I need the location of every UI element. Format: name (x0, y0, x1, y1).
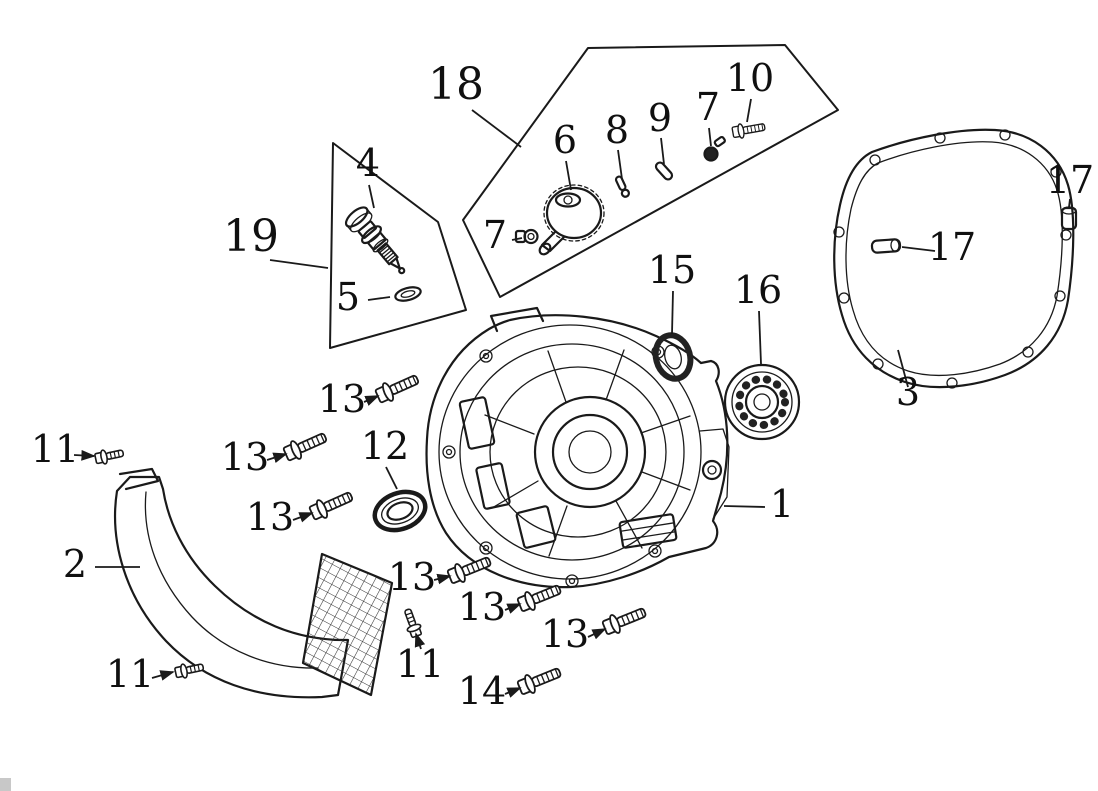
part-15-bearing (652, 332, 694, 382)
part-label-17-b: 17 (928, 225, 976, 269)
part-label-13-e: 13 (458, 585, 506, 629)
leader-line-13-a (363, 395, 380, 406)
leader-line-4 (368, 184, 375, 209)
bolt-13-a (373, 369, 423, 407)
part-label-2: 2 (63, 542, 87, 586)
part-label-17-a: 17 (1046, 158, 1094, 202)
leader-line-9 (660, 137, 665, 165)
part-7-bolt-washer (514, 228, 539, 245)
leader-line-18 (471, 109, 522, 148)
leader-line-8 (617, 149, 623, 180)
part-label-11-c: 11 (396, 642, 444, 686)
bolt-13-f (600, 602, 650, 638)
part-14-bolt (515, 662, 565, 698)
leader-line-13-e (504, 603, 522, 614)
part-label-3: 3 (896, 370, 920, 414)
bolt-13-c (307, 486, 357, 524)
part-16-ball-bearing (723, 363, 801, 441)
part-3-cover-gasket (833, 128, 1075, 389)
leader-line-13-c (292, 512, 314, 523)
part-4-oil-sensor (344, 206, 406, 275)
part-label-4: 4 (356, 141, 380, 185)
part-label-14: 14 (458, 669, 506, 713)
part-label-13-b: 13 (221, 435, 269, 479)
leader-line-15 (671, 290, 674, 335)
part-6-governor-gear (538, 184, 605, 256)
leader-line-11-a (73, 449, 96, 461)
callout-region-19 (329, 142, 467, 349)
part-label-13-a: 13 (318, 377, 366, 421)
leader-line-3 (897, 349, 909, 388)
part-5-clip-washer (394, 286, 422, 302)
part-label-9: 9 (648, 96, 672, 140)
bolt-13-b (281, 427, 331, 465)
leader-line-19 (269, 259, 329, 269)
part-8-pin (614, 175, 630, 198)
part-label-1: 1 (770, 482, 794, 526)
leader-line-17-b (901, 246, 936, 252)
leader-line-10 (746, 98, 752, 123)
part-12-oil-seal (372, 489, 428, 533)
part-7-nut (703, 135, 726, 162)
leader-line-17-a (1068, 198, 1071, 208)
leader-line-13-f (587, 628, 607, 640)
leader-lines (73, 98, 1071, 698)
part-17-dowel-pin-b (870, 238, 902, 254)
part-2-lower-guard-cover (113, 467, 394, 699)
part-label-7-lower: 7 (483, 213, 507, 257)
leader-line-12 (385, 466, 398, 490)
part-label-13-f: 13 (541, 612, 589, 656)
part-10-bolt (730, 119, 767, 141)
leader-line-13-b (266, 452, 288, 463)
leader-line-7-upper (708, 127, 712, 147)
part-9-roller-pin (654, 161, 674, 181)
part-label-7-upper: 7 (696, 85, 720, 129)
bolt-11-c (399, 606, 425, 640)
leader-line-11-b (151, 670, 175, 681)
leader-line-11-c (414, 632, 426, 650)
leader-line-13-d (433, 573, 452, 585)
leader-line-14 (504, 687, 522, 698)
part-label-19: 19 (223, 211, 279, 262)
leader-line-7-lower (511, 237, 523, 241)
bolt-11-a (93, 445, 126, 467)
callout-region-18 (462, 44, 839, 298)
part-label-6: 6 (553, 118, 577, 162)
part-label-8: 8 (605, 108, 629, 152)
part-label-13-c: 13 (246, 495, 294, 539)
part-label-12: 12 (361, 424, 409, 468)
part-label-15: 15 (648, 248, 696, 292)
leader-line-5 (367, 296, 391, 301)
part-label-13-d: 13 (388, 555, 436, 599)
part-1-crankcase-side-cover (425, 306, 730, 589)
part-label-16: 16 (734, 268, 782, 312)
part-label-5: 5 (336, 275, 360, 319)
part-label-11-a: 11 (31, 427, 79, 471)
leader-line-1 (723, 505, 766, 508)
part-label-18: 18 (428, 59, 484, 110)
leader-line-6 (565, 160, 572, 191)
part-label-10: 10 (726, 56, 774, 100)
part-label-11-b: 11 (106, 652, 154, 696)
part-labels: 18 19 4 5 6 8 9 7 10 7 17 17 3 15 16 1 2… (31, 56, 1094, 713)
leader-line-16 (758, 310, 762, 365)
corner-scan-artifact (0, 778, 11, 791)
